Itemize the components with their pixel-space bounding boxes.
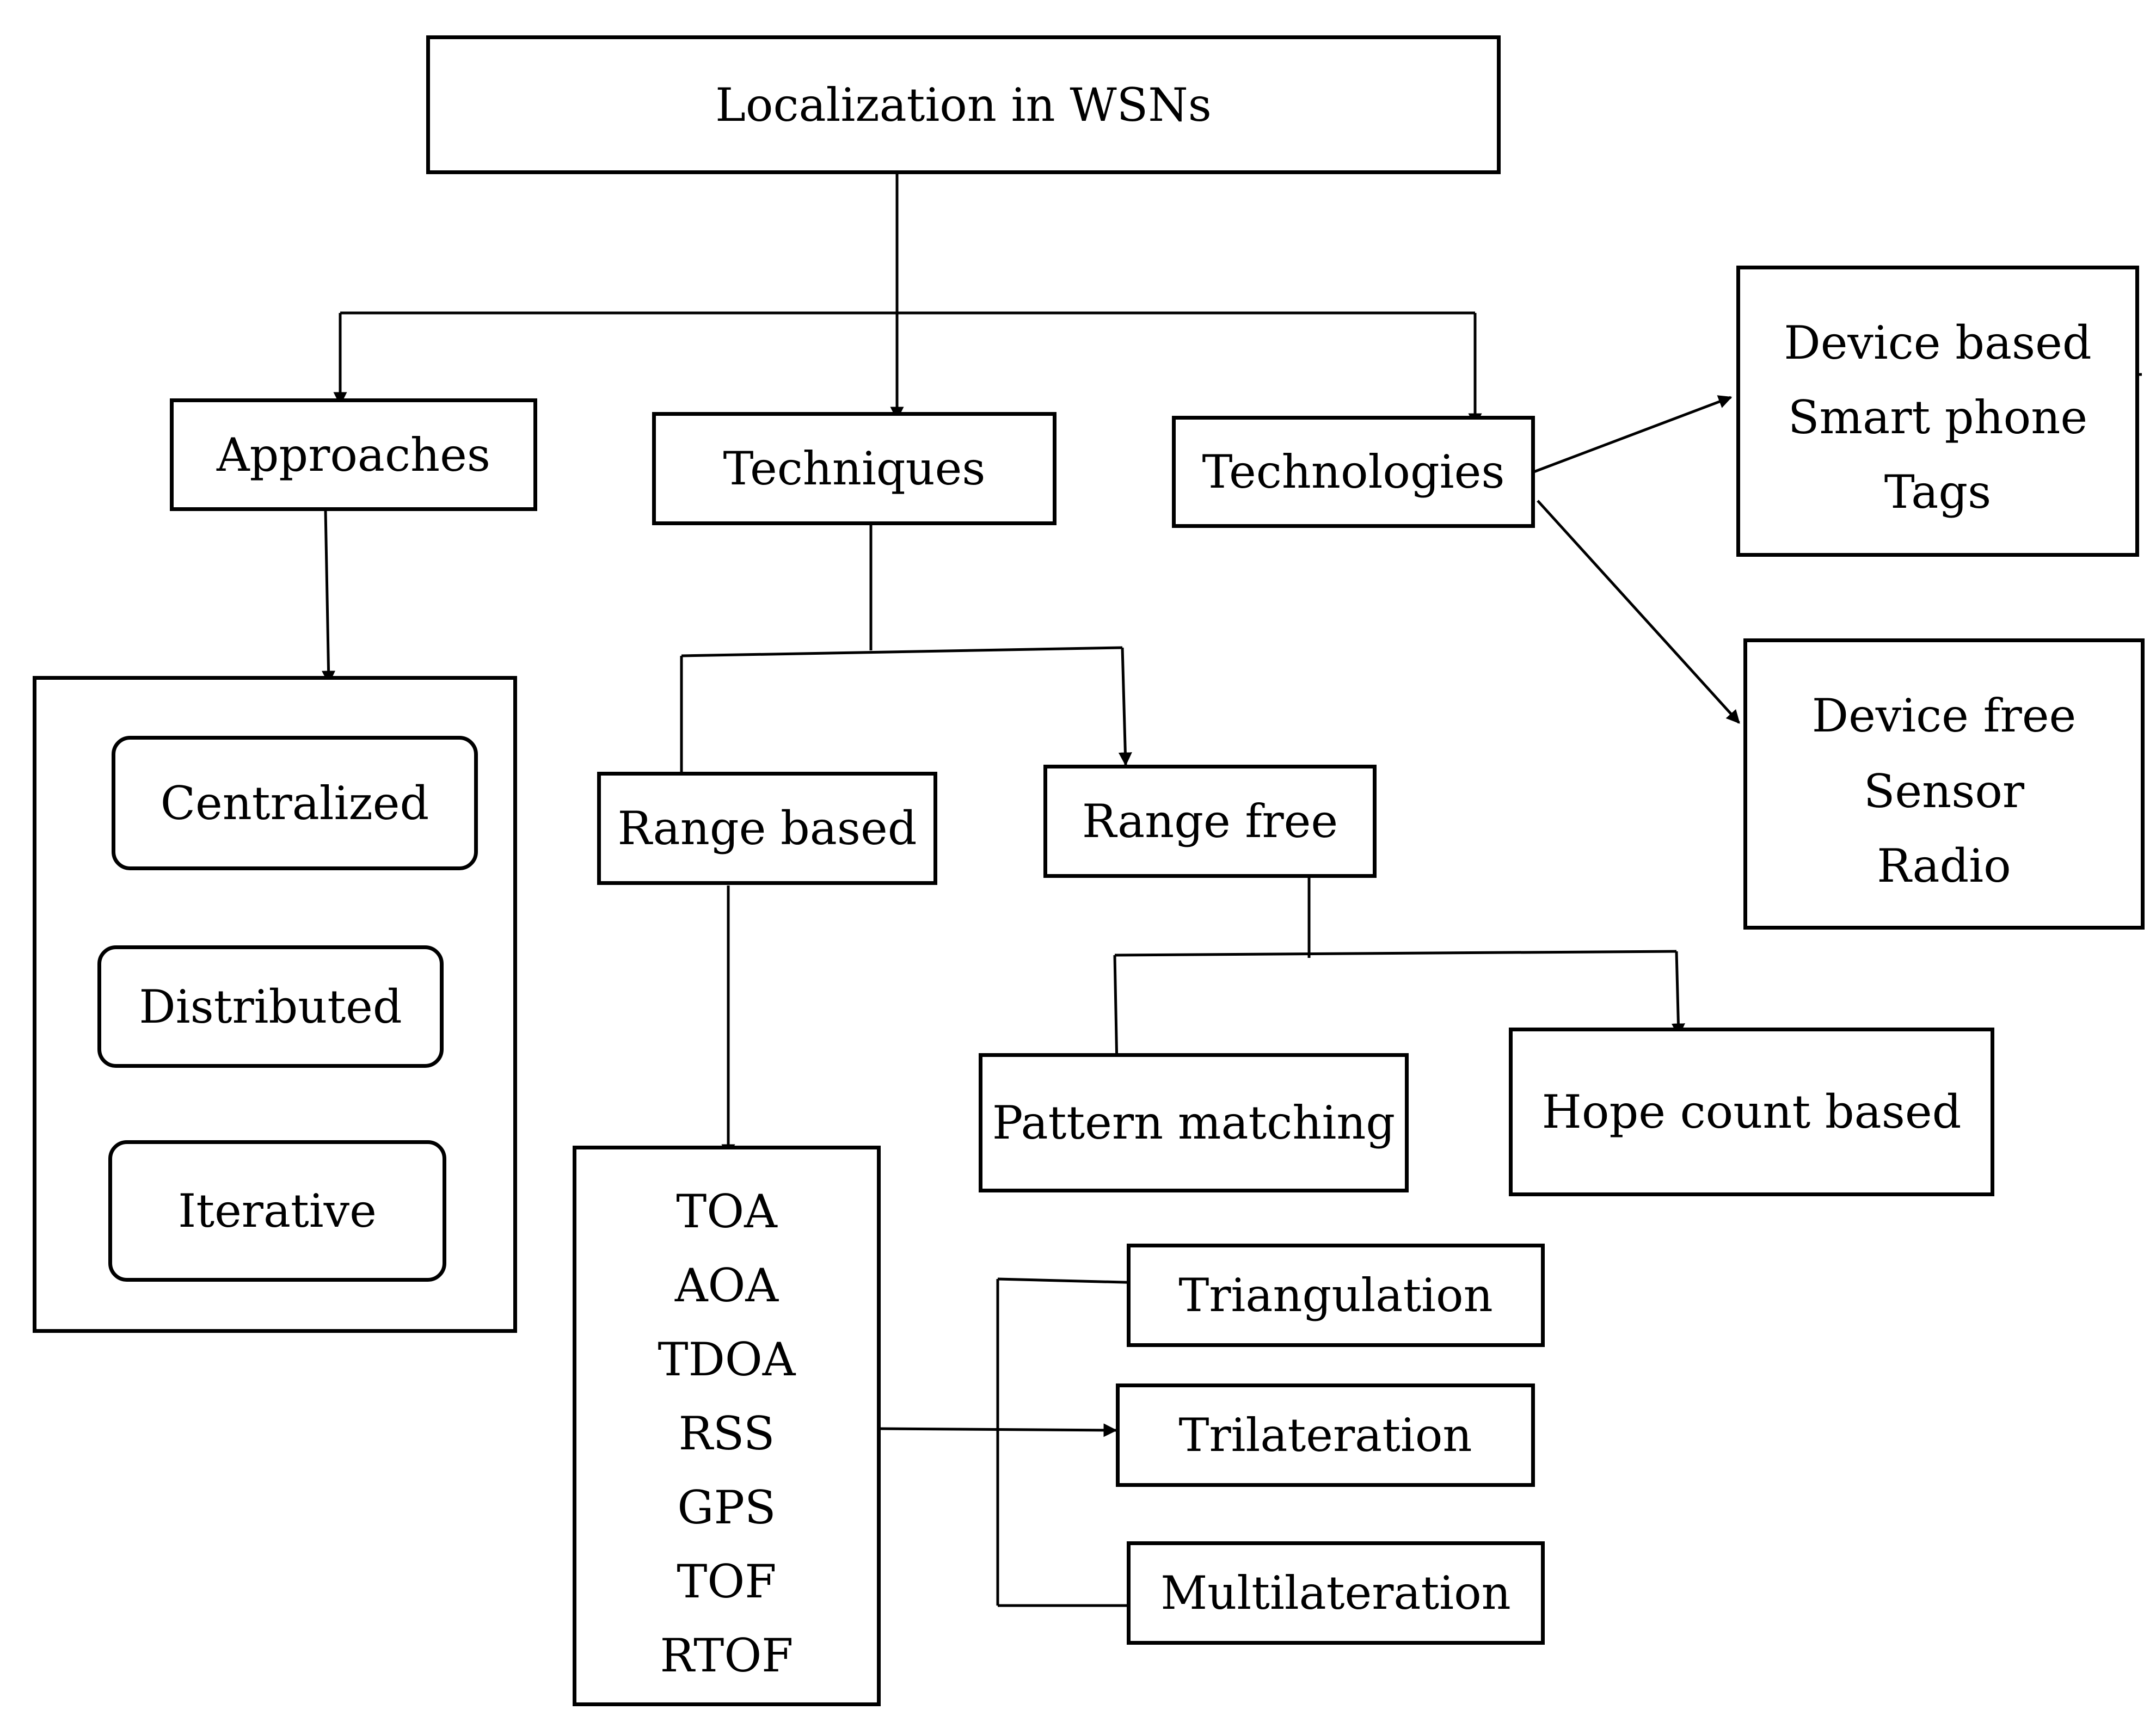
method-rtof: RTOF xyxy=(660,1629,794,1682)
hope-count-label: Hope count based xyxy=(1541,1085,1962,1139)
device-based-item-tags: Tags xyxy=(1884,465,1992,519)
approach-distributed: Distributed xyxy=(97,945,444,1068)
device-based-item-smartphone: Smart phone xyxy=(1788,391,2088,444)
approach-distributed-label: Distributed xyxy=(139,980,402,1034)
device-based-title: Device based xyxy=(1784,316,2092,370)
device-free-item-radio: Radio xyxy=(1877,839,2011,893)
range-free-bus-line xyxy=(1114,950,1677,957)
approach-centralized-label: Centralized xyxy=(160,776,429,830)
range-free-node: Range free xyxy=(1043,765,1377,878)
approaches-node: Approaches xyxy=(170,398,537,511)
range-based-label: Range based xyxy=(617,802,917,855)
root-title: Localization in WSNs xyxy=(715,78,1212,132)
multilateration-label: Multilateration xyxy=(1160,1566,1511,1620)
device-free-node: Device free Sensor Radio xyxy=(1743,638,2145,930)
approach-centralized: Centralized xyxy=(112,736,478,870)
device-based-node: Device based Smart phone Tags xyxy=(1736,266,2139,557)
method-tof: TOF xyxy=(677,1555,777,1608)
arrow-to-device-free xyxy=(1537,500,1740,724)
arrow-to-device-based xyxy=(1529,395,1733,475)
trilateration-label: Trilateration xyxy=(1178,1409,1472,1462)
arrow-to-range-free xyxy=(1118,647,1132,766)
method-tdoa: TDOA xyxy=(658,1333,796,1386)
root-node: Localization in WSNs xyxy=(426,35,1501,174)
range-based-node: Range based xyxy=(597,772,937,885)
approach-iterative-label: Iterative xyxy=(178,1184,377,1238)
arrow-to-approach-list xyxy=(322,509,336,685)
triangulation-label: Triangulation xyxy=(1178,1269,1493,1322)
arrow-to-pattern-matching xyxy=(1110,955,1124,1067)
method-rss: RSS xyxy=(678,1407,775,1460)
pattern-matching-node: Pattern matching xyxy=(979,1053,1409,1192)
pattern-matching-label: Pattern matching xyxy=(992,1096,1396,1149)
techniques-bus-line xyxy=(681,646,1123,657)
technologies-node: Technologies xyxy=(1172,416,1535,528)
trilateration-node: Trilateration xyxy=(1116,1383,1535,1487)
device-free-item-sensor: Sensor xyxy=(1863,765,2025,818)
techniques-node: Techniques xyxy=(652,412,1056,525)
multilateration-node: Multilateration xyxy=(1127,1541,1545,1645)
technologies-label: Technologies xyxy=(1202,445,1505,499)
range-free-label: Range free xyxy=(1082,795,1338,848)
method-toa: TOA xyxy=(676,1185,777,1238)
method-aoa: AOA xyxy=(674,1259,779,1312)
techniques-label: Techniques xyxy=(723,442,986,495)
hope-count-node: Hope count based xyxy=(1509,1028,1994,1196)
arrow-to-hope-count xyxy=(1671,951,1685,1037)
approach-iterative: Iterative xyxy=(108,1140,446,1282)
method-gps: GPS xyxy=(677,1481,776,1534)
arrow-to-triangulation xyxy=(997,1275,1146,1289)
approaches-label: Approaches xyxy=(217,428,490,482)
method-list: TOA AOA TDOA RSS GPS TOF RTOF xyxy=(573,1146,881,1706)
device-free-title: Device free xyxy=(1811,689,2077,742)
triangulation-node: Triangulation xyxy=(1127,1244,1545,1347)
